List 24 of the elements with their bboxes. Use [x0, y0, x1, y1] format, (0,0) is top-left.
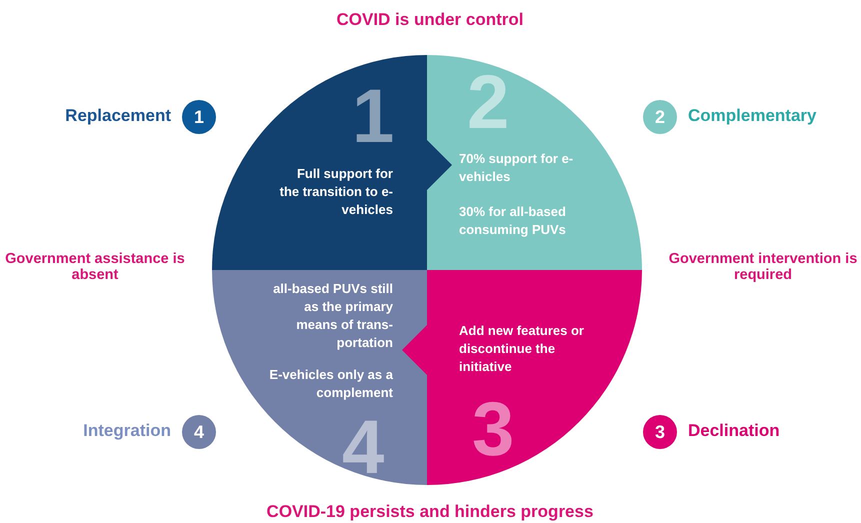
- quadrant-text: 70% support for e-vehicles: [459, 150, 574, 186]
- scenario-label: Complementary: [688, 106, 816, 126]
- scenario-axis-label: COVID is under control: [335, 10, 525, 30]
- quadrant-text: Add new features or discontinue the initiative: [459, 322, 585, 376]
- scenario-label: Replacement: [65, 106, 171, 126]
- scenario-label: Declination: [688, 421, 780, 441]
- scenario-axis-label: Government intervention is required: [668, 251, 858, 283]
- scenario-label: Integration: [83, 421, 171, 441]
- chevron-arrow: [402, 325, 427, 375]
- watermark-number: 4: [342, 410, 384, 486]
- number-badge: 4: [182, 415, 216, 449]
- number-badge: 1: [182, 100, 216, 134]
- quadrant-text: 30% for all-based consuming PUVs: [459, 203, 567, 239]
- chevron-arrow: [427, 140, 452, 190]
- watermark-number: 3: [472, 392, 514, 468]
- number-badge: 3: [643, 415, 677, 449]
- quadrant-text: Full support for the transition to e-vehicles: [279, 165, 393, 219]
- watermark-number: 1: [352, 79, 394, 155]
- scenario-axis-label: COVID-19 persists and hinders progress: [266, 502, 594, 522]
- quadrant-text: all-based PUVs still as the primary means of trans- portation: [272, 280, 393, 352]
- number-badge: 2: [643, 100, 677, 134]
- scenario-axis-label: Government assistance is absent: [5, 251, 185, 283]
- quadrant-text: E-vehicles only as a complement: [268, 366, 393, 402]
- watermark-number: 2: [467, 65, 510, 141]
